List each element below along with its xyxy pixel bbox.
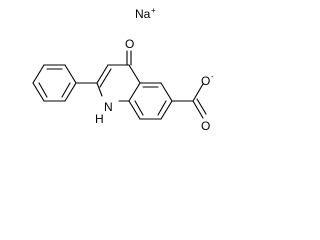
ring-bond-c2-c3 xyxy=(96,64,109,84)
ring-hydrogen-label: H xyxy=(95,112,104,126)
ketone-group xyxy=(126,50,132,66)
chemical-structure-canvas: Na + O N H O - O xyxy=(32,6,214,133)
benzo-bond xyxy=(128,100,141,120)
ring-double-bond-c2-c3 xyxy=(99,68,112,88)
phenyl-bond xyxy=(64,64,77,84)
carboxylate-single-oxygen-label: O xyxy=(201,74,210,88)
sodium-label: Na xyxy=(135,7,151,21)
pyridinone-ring xyxy=(96,64,141,102)
carboxylate-charge: - xyxy=(211,72,214,81)
benzo-inner-double-bond xyxy=(157,100,167,116)
ring-bond-c4-c4a xyxy=(128,64,141,84)
carboxyl-o-double-bond xyxy=(192,100,204,119)
phenyl-inner-double-bond xyxy=(61,82,71,98)
ring-bond-c4a-c8a xyxy=(128,82,141,102)
phenyl-bond xyxy=(32,64,45,84)
ketone-oxygen-label: O xyxy=(125,37,134,51)
ring-nitrogen-label: N xyxy=(104,100,113,114)
phenyl-inner-double-bond xyxy=(38,82,48,98)
benzo-bond xyxy=(160,100,173,120)
phenyl-ring xyxy=(32,64,77,102)
benzo-inner-double-bond xyxy=(134,100,144,116)
carboxyl-o-single-bond xyxy=(192,83,204,102)
molecule-drawing: Na + O N H O - O xyxy=(32,6,214,133)
phenyl-bond xyxy=(32,82,45,102)
carboxylate-double-oxygen-label: O xyxy=(201,119,210,133)
carboxylate-group xyxy=(171,83,207,119)
benzo-ring xyxy=(128,82,173,120)
carboxyl-o-double-bond-inner xyxy=(196,98,207,115)
sodium-charge: + xyxy=(151,6,156,15)
benzo-bond xyxy=(160,82,173,102)
ring-bond-n1-c2 xyxy=(96,82,103,97)
phenyl-bond xyxy=(64,82,77,102)
